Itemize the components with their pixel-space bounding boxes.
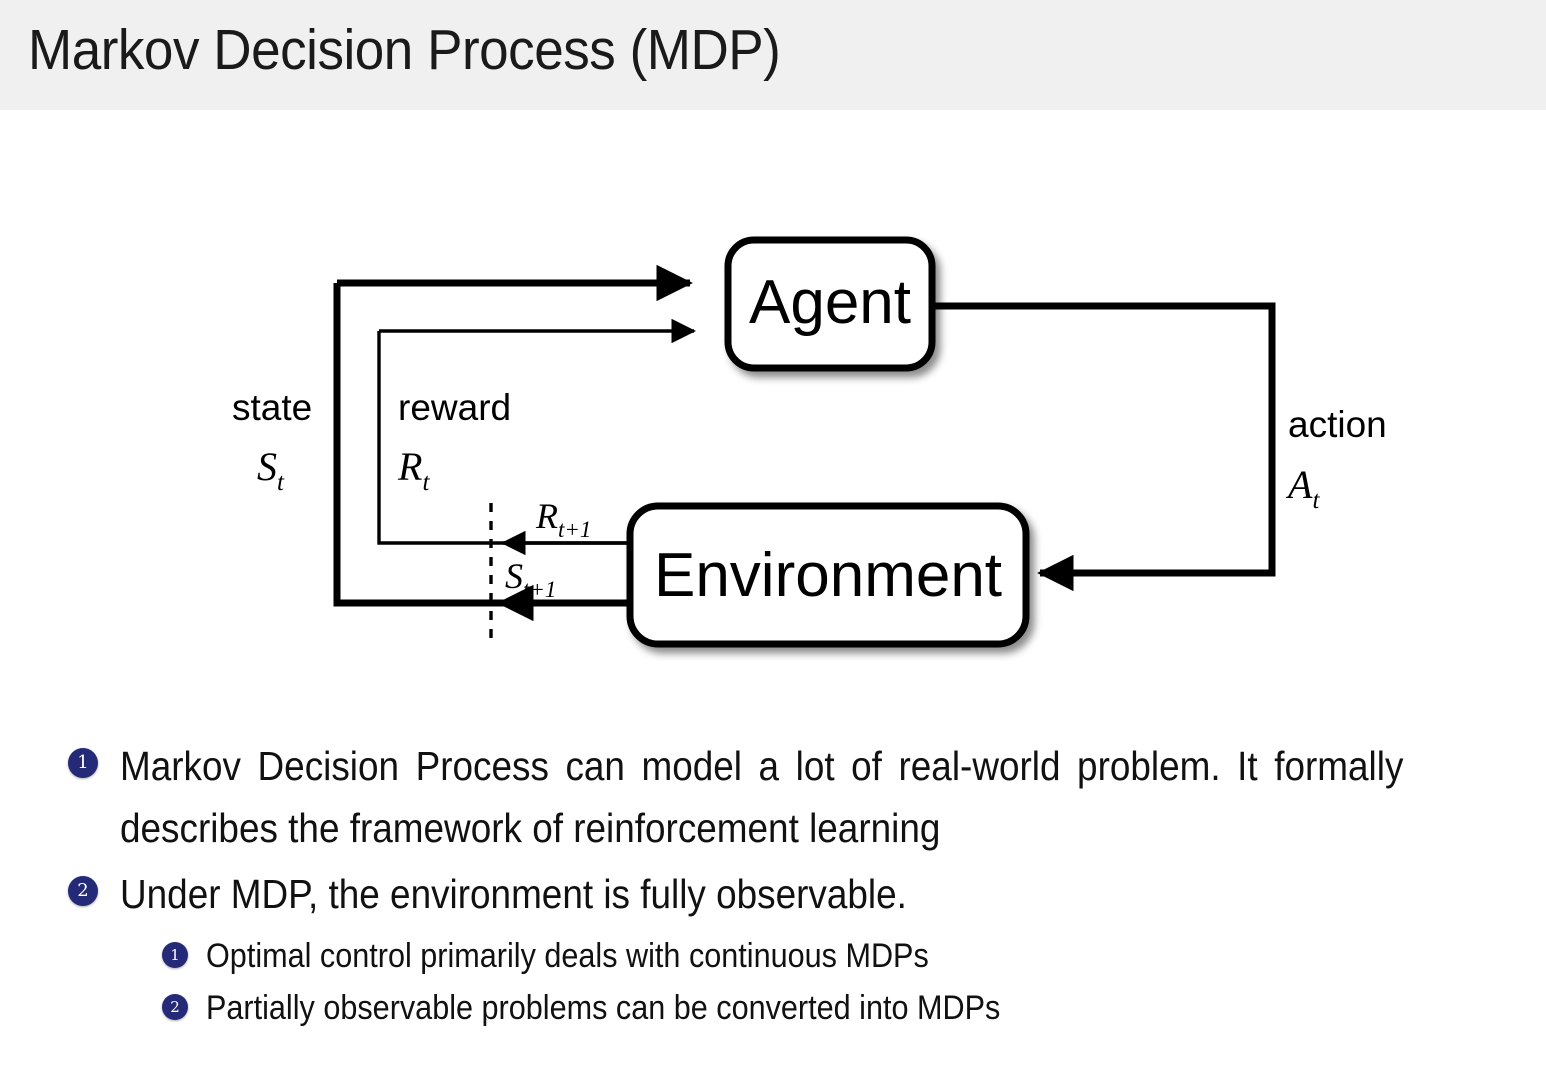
- label-reward-symbol: R: [397, 444, 422, 489]
- label-reward: reward Rt: [397, 387, 511, 496]
- bullet-text-1: Markov Decision Process can model a lot …: [120, 743, 1404, 851]
- label-reward-next-subscript: t+1: [558, 517, 591, 542]
- sub-bullet-badge-1: 1: [162, 942, 188, 968]
- edge-state-path: [333, 264, 693, 622]
- label-state: state St: [232, 387, 312, 496]
- svg-text:St: St: [257, 444, 285, 496]
- sub-bullet-group: 1 Optimal control primarily deals with c…: [0, 931, 1546, 1033]
- list-item: 2 Under MDP, the environment is fully ob…: [68, 863, 1546, 925]
- sub-bullet-text-1: Optimal control primarily deals with con…: [206, 937, 929, 975]
- bullet-list: 1 Markov Decision Process can model a lo…: [0, 735, 1546, 1035]
- label-action-word: action: [1288, 404, 1387, 445]
- sub-bullet-text-2: Partially observable problems can be con…: [206, 989, 1001, 1027]
- bullet-badge-2: 2: [68, 876, 98, 906]
- label-state-subscript: t: [277, 469, 285, 496]
- label-state-next-symbol: S: [505, 556, 523, 596]
- label-action: action At: [1285, 404, 1387, 514]
- node-agent-label: Agent: [749, 268, 911, 337]
- label-action-symbol: A: [1285, 462, 1313, 507]
- label-reward-next: Rt+1: [535, 496, 591, 542]
- sub-bullet-badge-2: 2: [162, 994, 188, 1020]
- label-reward-word: reward: [398, 387, 511, 428]
- svg-text:Rt: Rt: [397, 444, 430, 496]
- bullet-text-2: Under MDP, the environment is fully obse…: [120, 871, 907, 917]
- edge-action-path: [932, 302, 1276, 592]
- list-item: 1 Optimal control primarily deals with c…: [162, 931, 1546, 981]
- label-action-subscript: t: [1312, 487, 1320, 514]
- label-state-word: state: [232, 387, 312, 428]
- node-agent: Agent: [724, 236, 936, 372]
- page-title: Markov Decision Process (MDP): [28, 18, 781, 82]
- svg-text:At: At: [1285, 462, 1320, 514]
- list-item: 2 Partially observable problems can be c…: [162, 983, 1546, 1033]
- label-state-symbol: S: [257, 444, 277, 489]
- edge-reward-path: [377, 318, 696, 556]
- node-environment: Environment: [626, 502, 1030, 648]
- label-state-next-subscript: t+1: [523, 577, 556, 602]
- mdp-interaction-diagram: Agent Environment state St reward Rt act…: [0, 110, 1546, 710]
- label-reward-next-symbol: R: [535, 496, 558, 536]
- label-reward-subscript: t: [422, 469, 430, 496]
- node-environment-label: Environment: [654, 541, 1002, 610]
- list-item: 1 Markov Decision Process can model a lo…: [68, 735, 1546, 859]
- label-state-next: St+1: [505, 556, 556, 602]
- bullet-badge-1: 1: [68, 748, 98, 778]
- slide-header-bar: Markov Decision Process (MDP): [0, 0, 1546, 110]
